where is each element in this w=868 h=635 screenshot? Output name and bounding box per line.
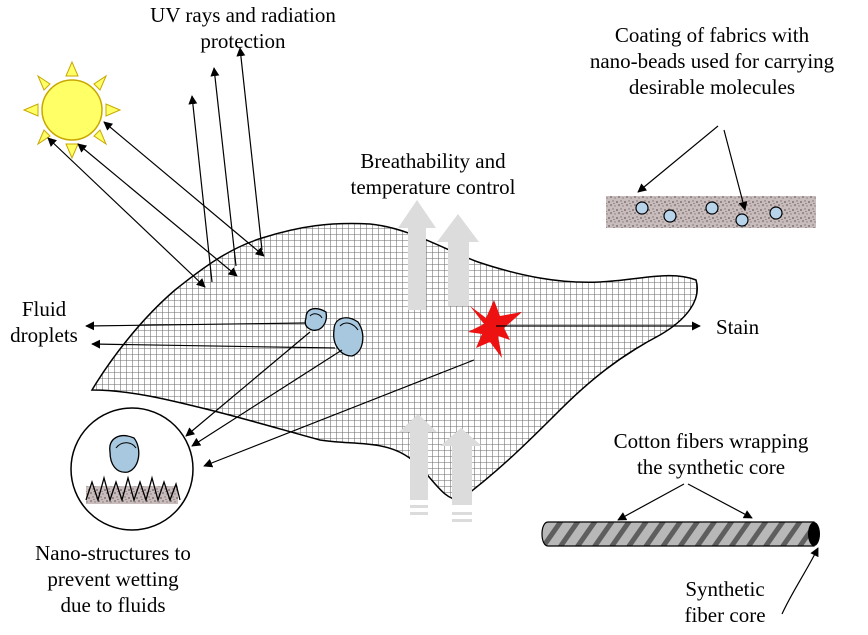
stain-splat-icon <box>468 300 522 358</box>
fluid-droplets-label: Fluid droplets <box>10 297 78 347</box>
nano-structures-label: Nano-structures to prevent wetting due t… <box>35 541 191 617</box>
fluid-droplet-arrows <box>85 321 336 349</box>
nano-bead-fabric <box>606 196 816 228</box>
nano-bead-icon <box>635 201 783 227</box>
coating-arrows <box>637 125 748 211</box>
synthetic-core-label: Synthetic fiber core <box>684 577 766 627</box>
sun-icon <box>22 60 122 160</box>
stain-label: Stain <box>716 315 760 339</box>
synthetic-core-arrow <box>781 547 819 615</box>
water-droplet-icon <box>333 317 364 357</box>
composite-fiber <box>541 521 820 547</box>
breathability-label: Breathability and temperature control <box>350 149 516 199</box>
coating-label: Coating of fabrics with nano-beads used … <box>589 23 835 99</box>
cotton-fibers-label: Cotton fibers wrapping the synthetic cor… <box>613 429 809 479</box>
uv-protection-label: UV rays and radiation protection <box>150 3 336 53</box>
cotton-fiber-arrows <box>617 483 753 521</box>
uv-ray-arrows <box>47 47 265 288</box>
breathability-arrows <box>398 200 482 522</box>
water-droplet-icon <box>109 435 140 473</box>
nano-structure-inset <box>70 407 194 531</box>
nano-structure-arrows <box>185 331 475 468</box>
water-droplet-icon <box>304 307 328 331</box>
